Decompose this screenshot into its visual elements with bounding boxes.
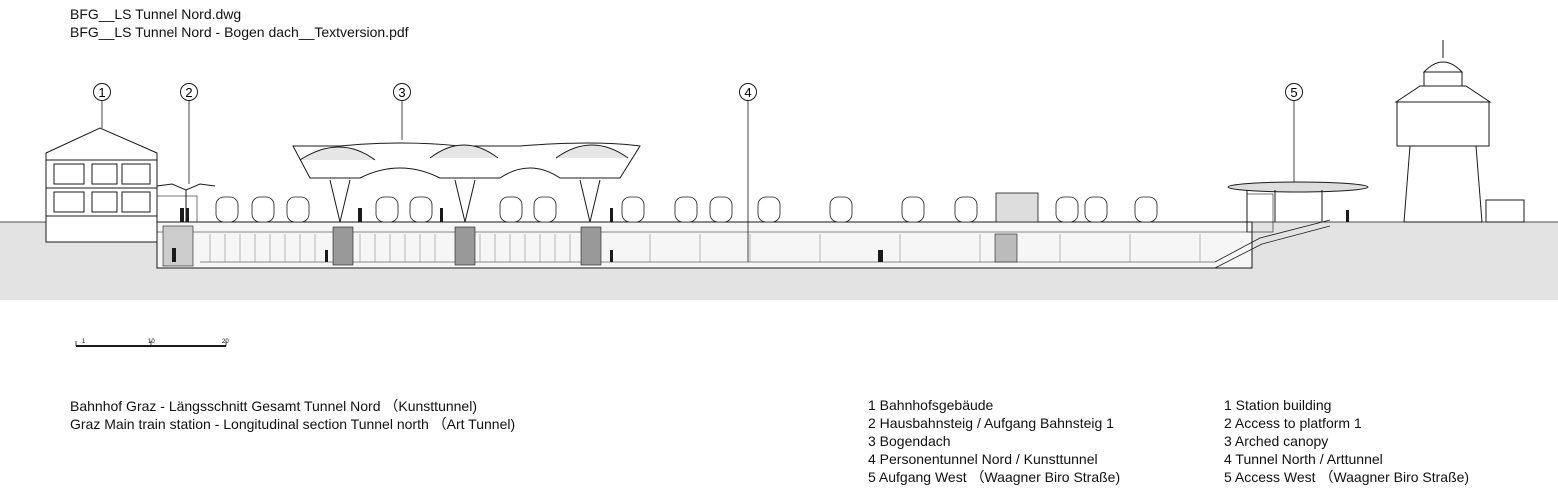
trains — [215, 192, 1158, 223]
caption-german: Bahnhof Graz - Längsschnitt Gesamt Tunne… — [70, 398, 477, 414]
file-name-pdf: BFG__LS Tunnel Nord - Bogen dach__Textve… — [70, 24, 409, 40]
callout-marker-1-label: 1 — [98, 85, 105, 100]
water-tower — [1394, 40, 1525, 223]
shafts — [162, 225, 1018, 267]
legend-en-item-1: 1 Station building — [1224, 397, 1332, 413]
legend-de-item-1: 1 Bahnhofsgebäude — [868, 397, 994, 413]
station-building — [45, 127, 158, 243]
longitudinal-section-drawing: 1 2 3 4 5 1 10 20 — [0, 40, 1558, 347]
legend-german: 1 Bahnhofsgebäude 2 Hausbahnsteig / Aufg… — [868, 396, 1120, 486]
callout-marker-4: 4 — [739, 83, 757, 101]
legend-de-item-2: 2 Hausbahnsteig / Aufgang Bahnsteig 1 — [868, 415, 1114, 431]
callout-marker-3-label: 3 — [398, 85, 405, 100]
legend-de-item-5: 5 Aufgang West （Waagner Biro Straße) — [868, 469, 1121, 485]
callout-marker-3: 3 — [393, 83, 411, 101]
scale-tick-20: 20 — [222, 339, 229, 345]
callout-marker-1: 1 — [93, 83, 111, 101]
tunnel-mullions — [209, 234, 1201, 262]
drawing-caption: Bahnhof Graz - Längsschnitt Gesamt Tunne… — [70, 397, 515, 433]
legend-english: 1 Station building 2 Access to platform … — [1224, 396, 1469, 486]
leader-lines — [101, 101, 1295, 262]
file-name-dwg: BFG__LS Tunnel Nord.dwg — [70, 6, 242, 22]
legend-de-item-4: 4 Personentunnel Nord / Kunsttunnel — [868, 451, 1098, 467]
scale-bar: 1 10 20 — [75, 339, 229, 347]
legend-en-item-3: 3 Arched canopy — [1224, 433, 1329, 449]
legend-en-item-2: 2 Access to platform 1 — [1224, 415, 1362, 431]
caption-english: Graz Main train station - Longitudinal s… — [70, 416, 516, 432]
arched-canopy — [292, 142, 641, 223]
scale-tick-10: 10 — [148, 339, 155, 345]
legend-en-item-4: 4 Tunnel North / Arttunnel — [1224, 451, 1383, 467]
callout-marker-5-label: 5 — [1290, 85, 1297, 100]
callout-marker-5: 5 — [1285, 83, 1303, 101]
callout-marker-4-label: 4 — [744, 85, 751, 100]
callout-marker-2: 2 — [180, 83, 198, 101]
scale-tick-1: 1 — [82, 339, 86, 345]
legend-en-item-5: 5 Access West （Waagner Biro Straße) — [1224, 469, 1470, 485]
access-west-canopy — [1227, 181, 1369, 233]
callout-marker-2-label: 2 — [185, 85, 192, 100]
legend-de-item-3: 3 Bogendach — [868, 433, 951, 449]
people — [172, 208, 1349, 262]
